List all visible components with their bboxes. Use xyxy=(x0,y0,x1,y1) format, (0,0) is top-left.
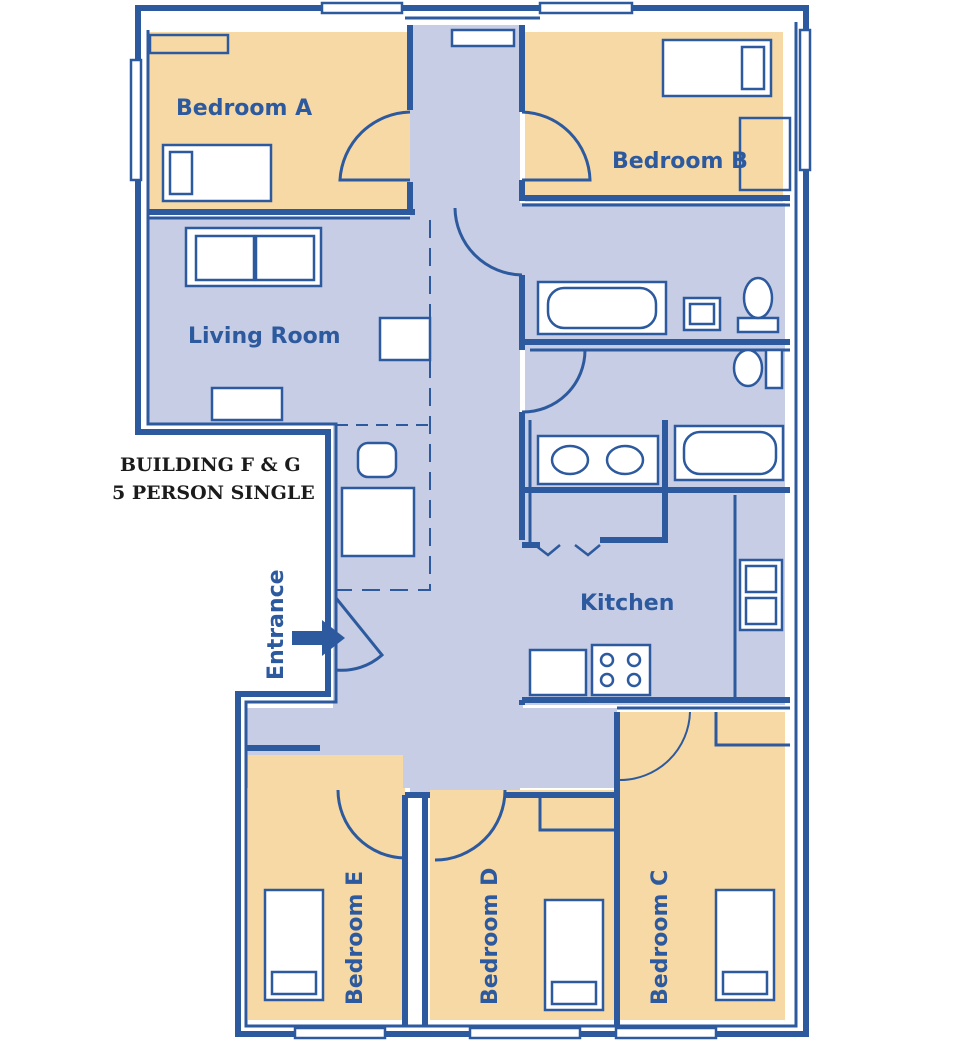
building-title: BUILDING F & G xyxy=(120,454,301,476)
tv-stand xyxy=(210,386,284,422)
entrance-label: Entrance xyxy=(264,569,289,680)
doors xyxy=(334,110,691,862)
bedroom-d-label: Bedroom D xyxy=(478,868,503,1005)
living-room-label: Living Room xyxy=(188,324,341,349)
entrance-arrow-icon xyxy=(292,620,345,656)
kitchen-label: Kitchen xyxy=(580,591,674,616)
bedroom-e-label: Bedroom E xyxy=(343,871,368,1005)
bedroom-a-label: Bedroom A xyxy=(176,96,312,121)
windows xyxy=(129,1,812,1040)
building-subtitle: 5 PERSON SINGLE xyxy=(112,482,315,504)
chair xyxy=(378,316,432,362)
bedroom-b-label: Bedroom B xyxy=(612,149,748,174)
walls xyxy=(135,5,809,1037)
bedroom-c-label: Bedroom C xyxy=(648,870,673,1005)
furniture xyxy=(148,28,792,1012)
stove xyxy=(590,643,652,697)
dining-table xyxy=(340,486,416,558)
